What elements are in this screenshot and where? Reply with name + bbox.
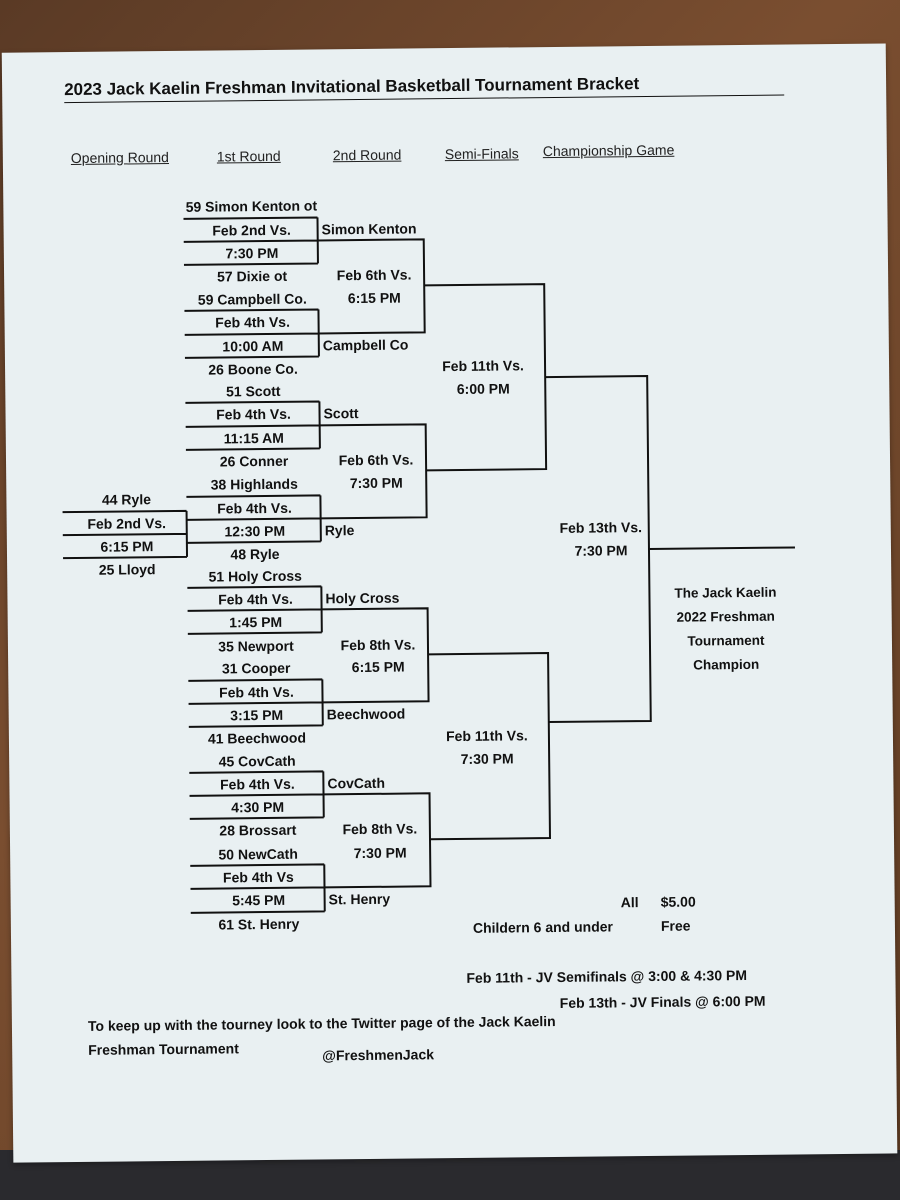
champion-line-4: Champion [693,656,760,673]
game7-date: Feb 4th Vs. [219,775,295,793]
semifinal-2-date: Feb 11th Vs. [445,727,528,745]
game7-winner: CovCath [327,774,386,792]
game8-team-b: 61 St. Henry [218,915,300,933]
game7-team-a: 45 CovCath [218,752,296,770]
admission-all-price: $5.00 [660,893,696,910]
game6-winner: Beechwood [326,705,406,723]
championship-date: Feb 13th Vs. [559,519,643,536]
opening-team-b: 25 Lloyd [98,561,156,578]
twitter-handle: @FreshmenJack [322,1046,435,1064]
game3-date: Feb 4th Vs. [216,405,291,423]
game1-date: Feb 2nd Vs. [212,221,291,239]
game8-date: Feb 4th Vs [222,868,294,886]
game8-team-a: 50 NewCath [218,845,298,863]
game4-winner: Ryle [324,522,355,539]
admission-all-label: All [620,894,639,911]
second-round-1-date: Feb 6th Vs. [336,266,412,284]
champion-line-3: Tournament [687,632,765,649]
jv-semifinals-note: Feb 11th - JV Semifinals @ 3:00 & 4:30 P… [466,966,748,986]
game2-time: 10:00 AM [222,337,284,355]
opening-date: Feb 2nd Vs. [87,515,167,532]
admission-kids-price: Free [660,917,691,934]
game1-winner: Simon Kenton [321,220,417,238]
game6-team-b: 41 Beechwood [207,729,307,747]
championship-time: 7:30 PM [574,542,628,559]
game2-winner: Campbell Co [322,336,409,354]
game8-time: 5:45 PM [232,891,286,909]
game5-date: Feb 4th Vs. [218,590,293,608]
semifinal-1-time: 6:00 PM [456,380,510,397]
second-round-2-date: Feb 6th Vs. [338,451,414,469]
game5-team-b: 35 Newport [218,637,294,655]
game6-date: Feb 4th Vs. [219,683,294,701]
champion-line-2: 2022 Freshman [676,608,775,625]
game3-time: 11:15 AM [223,429,284,447]
jv-finals-note: Feb 13th - JV Finals @ 6:00 PM [559,992,766,1011]
game2-date: Feb 4th Vs. [215,313,291,331]
second-round-3-time: 6:15 PM [351,658,405,676]
bracket-lines [62,216,795,914]
game5-team-a: 51 Holy Cross [208,567,303,585]
game2-team-b: 26 Boone Co. [208,360,298,378]
game1-time: 7:30 PM [225,244,279,262]
admission-kids-label: Childern 6 and under [472,918,614,936]
game7-time: 4:30 PM [231,798,285,816]
game3-team-a: 51 Scott [225,382,281,400]
game4-team-b: 48 Ryle [230,545,280,563]
game3-team-b: 26 Conner [219,452,289,470]
game5-time: 1:45 PM [229,613,283,631]
opening-team-a: 44 Ryle [101,491,152,508]
game6-team-a: 31 Cooper [221,659,291,677]
game1-team-b: 57 Dixie ot [216,267,288,285]
game4-team-a: 38 Highlands [210,475,298,493]
second-round-2-time: 7:30 PM [349,474,403,492]
second-round-3-date: Feb 8th Vs. [340,636,416,654]
semifinal-2-time: 7:30 PM [460,750,514,767]
semifinal-1-date: Feb 11th Vs. [442,357,524,375]
bracket-paper-sheet: 2023 Jack Kaelin Freshman Invitational B… [1,43,898,1163]
second-round-4-time: 7:30 PM [353,844,407,862]
game7-team-b: 28 Brossart [219,821,297,839]
game2-team-a: 59 Campbell Co. [197,290,307,308]
game3-winner: Scott [323,405,359,422]
game5-winner: Holy Cross [325,589,400,607]
footer-line-2: Freshman Tournament [88,1040,239,1058]
second-round-4-date: Feb 8th Vs. [342,820,418,838]
second-round-1-time: 6:15 PM [347,289,401,307]
game4-time: 12:30 PM [224,522,286,540]
game6-time: 3:15 PM [230,706,284,724]
game1-team-a: 59 Simon Kenton ot [185,197,318,215]
game8-winner: St. Henry [328,890,391,908]
game4-date: Feb 4th Vs. [217,499,292,517]
opening-time: 6:15 PM [100,538,154,555]
champion-line-1: The Jack Kaelin [674,584,777,601]
